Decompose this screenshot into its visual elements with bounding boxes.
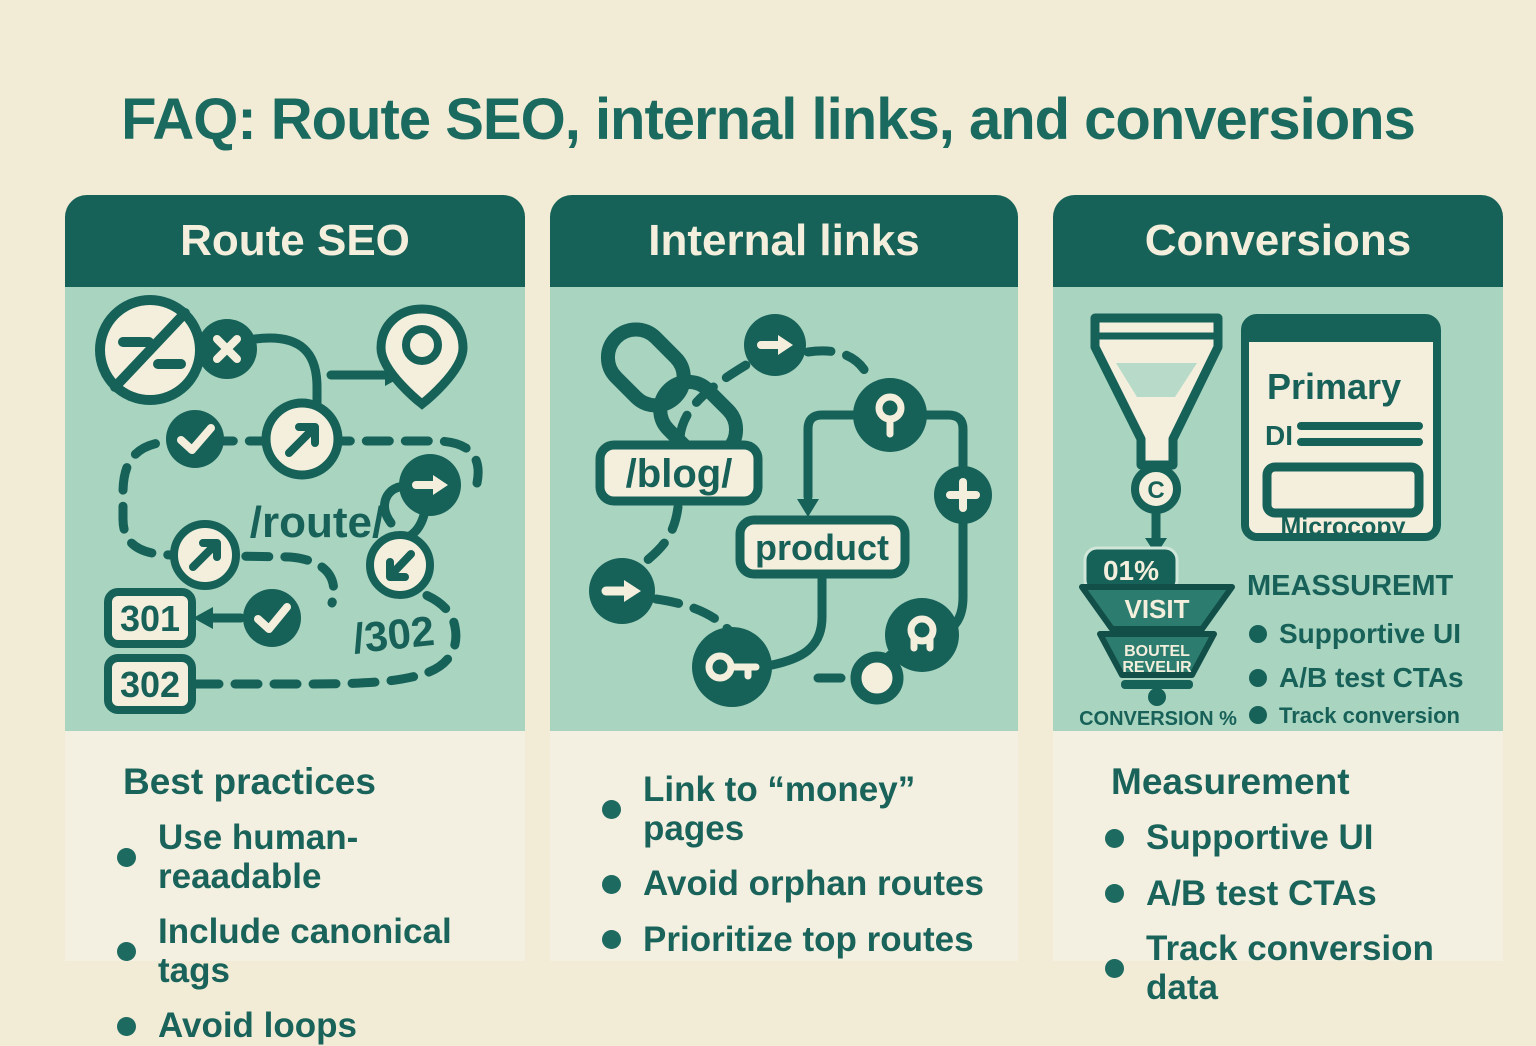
funnel-stage1-label: VISIT: [1124, 594, 1189, 624]
arrow-right-node2-icon: [589, 558, 655, 624]
redirect-302-label: 302: [120, 664, 180, 705]
blog-label: /blog/: [626, 452, 733, 496]
product-label: product: [755, 527, 889, 568]
check-node2-icon: [243, 589, 301, 647]
arrowhead-down: [797, 499, 819, 517]
percent-badge-label: 01%: [1103, 555, 1159, 586]
conversion-label: CONVERSION %: [1079, 708, 1237, 730]
svg-text:Track conversion: Track conversion: [1279, 703, 1460, 728]
list-item: A/B test CTAs: [1105, 874, 1483, 914]
no-dashes-icon: [95, 295, 205, 405]
funnel-stage2-line2: REVELIR: [1122, 659, 1192, 676]
internal-links-diagram: /blog/ product: [589, 314, 992, 707]
conversions-diagram: C Primary DI Microcopy 01% VISIT BOUTEL: [1079, 313, 1464, 730]
key-node-icon: [692, 627, 772, 707]
column-header-conversions: Conversions: [1053, 195, 1503, 287]
route-seo-diagram: /route/ 301 302: [95, 295, 483, 714]
column-footer-internal-links: Link to “money” pages Avoid orphan route…: [550, 731, 1018, 961]
list-item: Link to “money” pages: [602, 770, 998, 848]
page-title: FAQ: Route SEO, internal links, and conv…: [121, 87, 1416, 152]
list-item: Use human-reaadable: [117, 818, 505, 896]
card-di-label: DI: [1265, 420, 1293, 451]
column-header-label: Internal links: [648, 216, 920, 265]
list-item: Track conversion data: [1105, 929, 1483, 1007]
arrow-right-node-icon: [399, 454, 461, 516]
plus-node-icon: [934, 466, 992, 524]
footer-heading: Best practices: [123, 761, 376, 802]
route-hook: [380, 482, 404, 528]
list-item: Avoid loops: [117, 1006, 505, 1046]
arrow-down-left-node-icon: [366, 531, 434, 599]
route-label: /route/: [250, 498, 384, 547]
pin-node-icon: [853, 378, 927, 452]
column-header-label: Conversions: [1144, 216, 1412, 265]
funnel-icon: [1090, 313, 1223, 470]
bullet-icon: [602, 874, 621, 894]
keyhole-node-icon: [885, 598, 959, 672]
redirect-301-box: 301: [104, 588, 196, 648]
redirect-301-label: 301: [120, 598, 180, 639]
column-body-route-seo: /route/ 301 302: [65, 287, 525, 731]
funnel-stage2-line1: BOUTEL: [1124, 643, 1190, 660]
c-node-icon: C: [1131, 464, 1181, 514]
mini-funnel: VISIT BOUTEL REVELIR CONVERSION %: [1079, 584, 1237, 730]
primary-cta-card: Primary DI Microcopy: [1241, 314, 1441, 541]
bullet-icon: [602, 800, 621, 819]
column-header-internal-links: Internal links: [550, 195, 1018, 287]
bullet-icon: [1105, 884, 1124, 904]
slash-302-label: /302: [350, 607, 436, 662]
cta-button: [1262, 462, 1424, 518]
card-title: Primary: [1267, 366, 1401, 407]
arrow-up-right-node-icon: [261, 398, 343, 480]
list-item: Avoid orphan routes: [602, 864, 998, 904]
footer-heading: Measurement: [1111, 761, 1350, 802]
outline-node-icon: [850, 651, 904, 705]
column-body-conversions: C Primary DI Microcopy 01% VISIT BOUTEL: [1053, 287, 1503, 731]
bullet-icon: [117, 848, 136, 867]
connector-x-to-arrow: [250, 333, 322, 408]
x-node-icon: [197, 319, 257, 379]
location-pin-icon: [376, 304, 468, 410]
bullet-icon: [117, 942, 136, 961]
list-item: Include canonical tags: [117, 912, 505, 990]
column-footer-route-seo: Best practices Use human-reaadable Inclu…: [65, 731, 525, 1045]
column-body-internal-links: /blog/ product: [550, 287, 1018, 731]
column-header-label: Route SEO: [180, 216, 410, 265]
check-node-icon: [166, 410, 224, 468]
column-header-route-seo: Route SEO: [65, 195, 525, 287]
percent-badge: 01%: [1083, 546, 1179, 594]
measurement-list: MEASSUREMT Supportive UI A/B test CTAs T…: [1247, 570, 1464, 728]
list-item: Prioritize top routes: [602, 920, 998, 960]
bullet-icon: [117, 1016, 136, 1036]
arrow-to-301: [193, 607, 246, 629]
svg-text:Supportive UI: Supportive UI: [1279, 618, 1461, 649]
measurement-heading: MEASSUREMT: [1247, 570, 1454, 602]
blog-box: /blog/: [595, 440, 763, 506]
arrow-up-right-node2-icon: [170, 520, 240, 590]
svg-text:C: C: [1147, 477, 1164, 504]
list-item: Supportive UI: [1105, 818, 1483, 858]
bullet-icon: [602, 930, 621, 950]
card-microcopy-label: Microcopy: [1280, 513, 1405, 541]
column-footer-conversions: Measurement Supportive UI A/B test CTAs …: [1053, 731, 1503, 1006]
bullet-icon: [1105, 959, 1124, 978]
svg-text:A/B test CTAs: A/B test CTAs: [1279, 662, 1464, 693]
product-box: product: [735, 515, 910, 579]
redirect-302-box: 302: [104, 654, 196, 714]
arrow-right-node-icon: [744, 314, 806, 376]
dashed-route-path: [118, 436, 483, 689]
bullet-icon: [1105, 828, 1124, 848]
